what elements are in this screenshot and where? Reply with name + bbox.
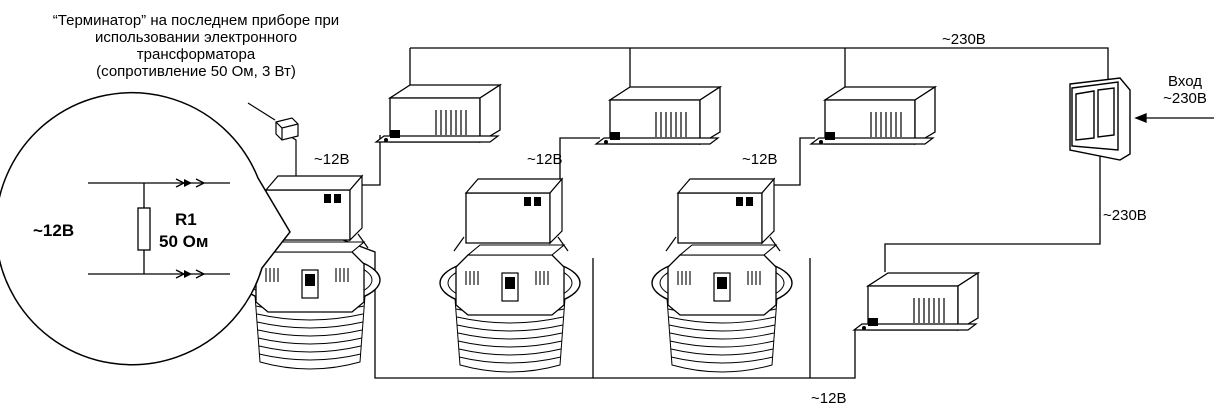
- note-line: использовании электронного: [94, 29, 298, 46]
- mains-wiring: [409, 47, 1109, 272]
- terminator-note: “Терминатор” на последнем приборе при ис…: [16, 12, 376, 80]
- label-low-bottom: ~12В: [811, 390, 847, 407]
- label-low-1: ~12В: [314, 151, 350, 168]
- note-line: “Терминатор” на последнем приборе при: [52, 12, 340, 29]
- label-low-2: ~12В: [527, 151, 563, 168]
- transformer-2: [595, 86, 721, 145]
- inset-voltage-label: ~12В: [33, 221, 75, 240]
- terminator-icon: [275, 117, 299, 141]
- label-mains-top: ~230В: [942, 31, 986, 48]
- transformer-3: [810, 86, 936, 145]
- label-input-line2: ~230В: [1163, 90, 1207, 107]
- lamp-3: [651, 178, 793, 373]
- resistor-symbol: [137, 207, 151, 251]
- lamp-2: [439, 178, 581, 373]
- switch-icon: [1069, 77, 1131, 161]
- input-arrow: [1134, 113, 1214, 123]
- transformer-4: [853, 272, 979, 331]
- resistor-name-label: R1: [175, 210, 197, 229]
- resistor-value-label: 50 Ом: [159, 232, 209, 251]
- note-line: трансформатора: [136, 46, 256, 63]
- note-line: (сопротивление 50 Ом, 3 Вт): [96, 63, 296, 80]
- label-input-line1: Вход: [1168, 73, 1202, 90]
- transformer-1: [375, 84, 501, 143]
- label-low-3: ~12В: [742, 151, 778, 168]
- inset-schematic: [88, 178, 230, 279]
- low-voltage-wiring: [317, 135, 856, 379]
- label-input: Вход ~230В: [1150, 73, 1220, 107]
- label-mains-right: ~230В: [1103, 207, 1147, 224]
